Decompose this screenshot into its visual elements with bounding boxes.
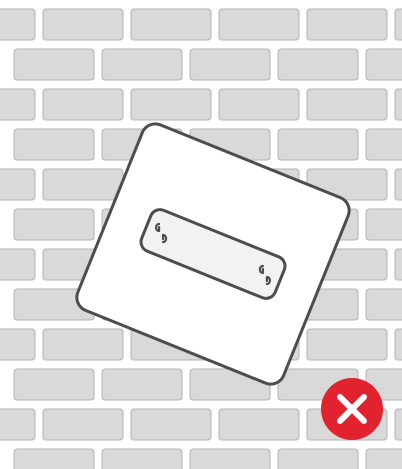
brick [278,49,358,80]
brick [14,369,94,400]
brick [366,129,402,160]
brick [190,449,270,469]
brick [219,89,299,120]
brick [395,249,402,280]
brick [0,249,35,280]
brick [366,289,402,320]
brick [0,409,35,440]
brick [395,9,402,40]
brick [0,9,35,40]
brick [14,209,94,240]
brick [395,329,402,360]
brick [131,9,211,40]
brick [307,89,387,120]
brick [219,409,299,440]
brick [366,449,402,469]
error-x-icon [321,378,383,440]
brick [307,9,387,40]
brick [43,329,123,360]
brick [278,449,358,469]
brick [219,9,299,40]
brick [366,209,402,240]
brick [14,129,94,160]
brick [131,89,211,120]
brick [0,89,35,120]
brick [278,129,358,160]
brick [366,49,402,80]
brick [102,369,182,400]
brick [102,49,182,80]
brick [395,409,402,440]
brick [43,169,123,200]
brick [0,169,35,200]
brick [14,49,94,80]
brick [14,449,94,469]
brick [43,89,123,120]
brick [43,409,123,440]
brick [190,49,270,80]
brick [307,329,387,360]
brick [102,449,182,469]
brick [0,329,35,360]
brick [43,9,123,40]
brick [395,169,402,200]
brick [395,89,402,120]
brick [131,409,211,440]
